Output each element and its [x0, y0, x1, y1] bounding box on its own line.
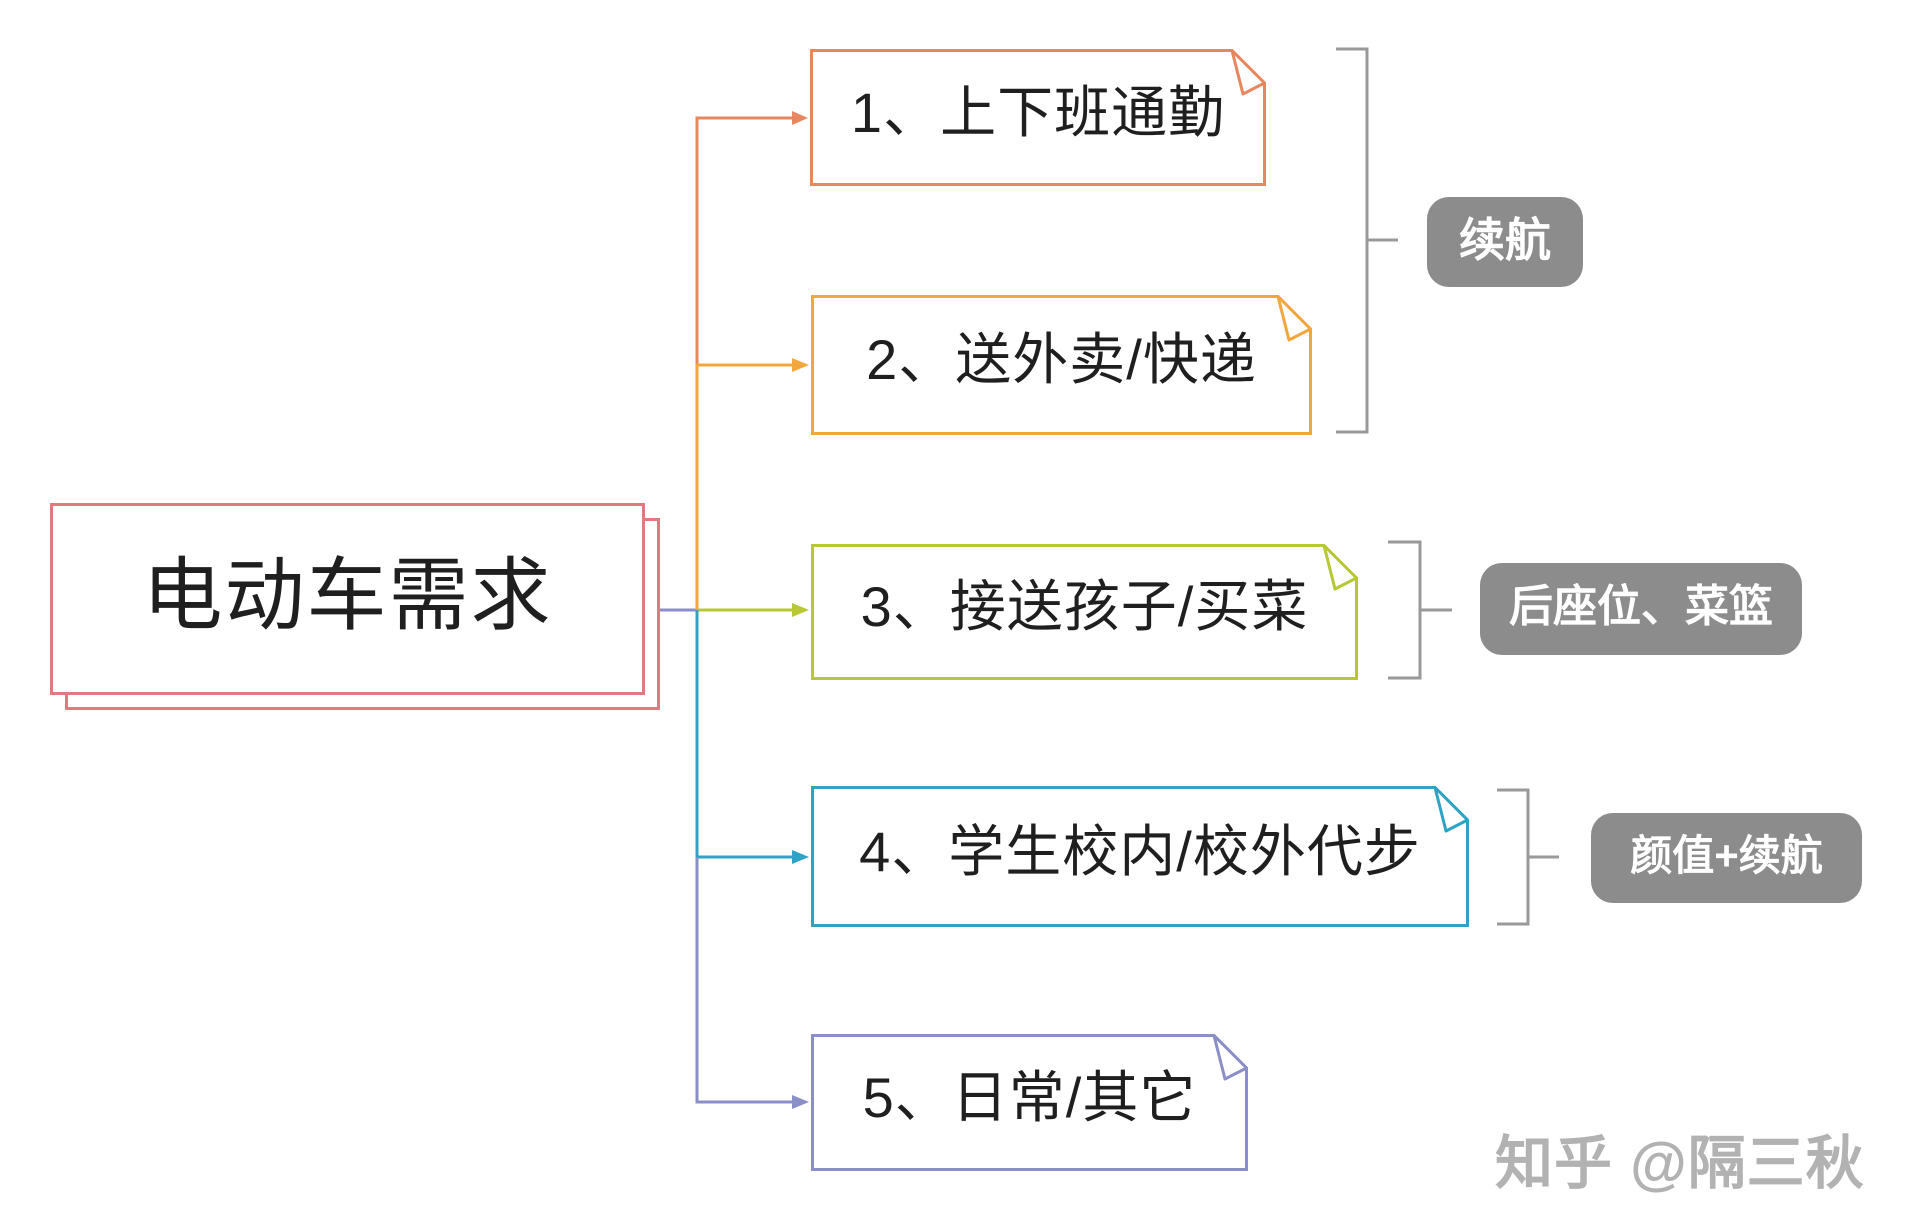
branch-node-5-label: 5、日常/其它 [862, 1065, 1197, 1129]
root-node-label: 电动车需求 [142, 551, 553, 640]
branch-node-3[interactable]: 3、接送孩子/买菜 [811, 544, 1358, 680]
annotation-bracket-2 [1388, 540, 1452, 680]
branch-node-2-shape [811, 295, 1312, 435]
root-node[interactable]: 电动车需求 [50, 503, 645, 695]
note-outline [811, 295, 1312, 435]
branch-node-4-shape [811, 786, 1469, 927]
branch-4-arrowhead [792, 850, 809, 864]
note-fold-corner-icon [1433, 786, 1469, 833]
branch-4-connector-line [695, 610, 792, 859]
branch-3-arrowhead [792, 603, 809, 617]
note-fold-corner-icon [1230, 49, 1266, 96]
annotation-label-2-text: 后座位、菜篮 [1509, 582, 1773, 631]
annotation-bracket-3 [1497, 788, 1559, 926]
watermark: 知乎 @隔三秋 [1495, 1131, 1865, 1196]
branch-node-5-shape [811, 1034, 1248, 1171]
branch-5-arrowhead [792, 1095, 809, 1109]
annotation-label-1[interactable]: 续航 [1427, 197, 1583, 287]
branch-1-arrowhead [792, 111, 808, 125]
annotation-label-3[interactable]: 颜值+续航 [1591, 813, 1862, 903]
branch-node-3-shape [811, 544, 1358, 680]
branch-node-2-label: 2、送外卖/快递 [866, 328, 1257, 391]
note-outline [810, 49, 1266, 186]
note-fold-corner-icon [1212, 1034, 1248, 1081]
branch-node-5[interactable]: 5、日常/其它 [811, 1034, 1248, 1171]
branch-node-1-shape [810, 49, 1266, 186]
branch-5-connector-line [695, 857, 792, 1104]
note-fold-corner-icon [1276, 295, 1312, 342]
annotation-label-3-text: 颜值+续航 [1630, 832, 1823, 879]
note-fold-corner-icon [1322, 544, 1358, 591]
annotation-bracket-1 [1336, 47, 1398, 434]
branch-1-connector-line [695, 116, 792, 366]
note-outline [811, 1034, 1248, 1171]
annotation-label-2[interactable]: 后座位、菜篮 [1480, 563, 1802, 655]
annotation-label-1-text: 续航 [1459, 214, 1551, 266]
branch-2-connector-line [695, 363, 792, 610]
branch-node-1[interactable]: 1、上下班通勤 [810, 49, 1266, 186]
note-outline [811, 544, 1358, 680]
branch-2-arrowhead [792, 358, 809, 372]
branch-node-1-label: 1、上下班通勤 [850, 80, 1226, 144]
note-outline [811, 786, 1469, 927]
branch-node-4[interactable]: 4、学生校内/校外代步 [811, 786, 1469, 927]
branch-node-4-label: 4、学生校内/校外代步 [859, 819, 1421, 883]
branch-node-3-label: 3、接送孩子/买菜 [860, 575, 1309, 638]
branch-node-2[interactable]: 2、送外卖/快递 [811, 295, 1312, 435]
